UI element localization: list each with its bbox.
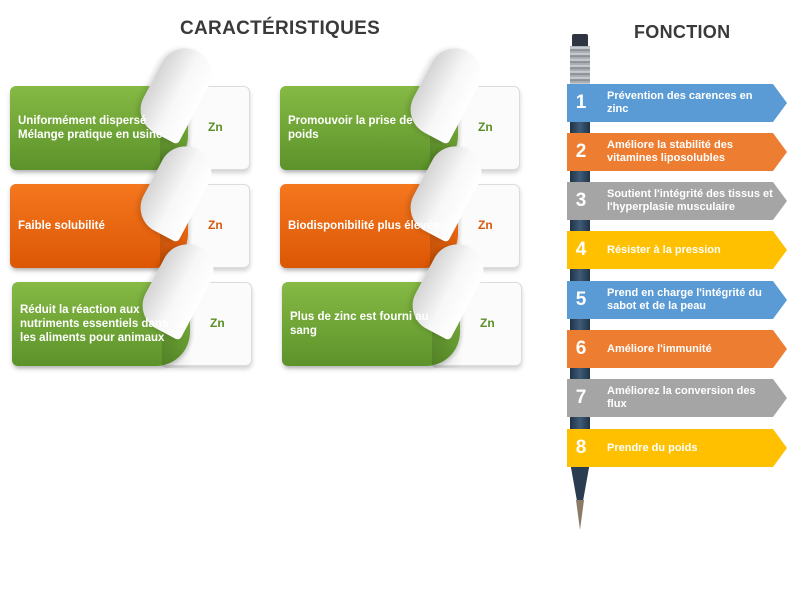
function-number: 7	[567, 379, 595, 417]
function-number: 6	[567, 330, 595, 368]
function-number: 3	[567, 182, 595, 220]
function-row-8: 8 Prendre du poids	[567, 429, 787, 467]
zinc-symbol: Zn	[480, 316, 495, 330]
function-arrow	[595, 379, 787, 417]
function-text: Prendre du poids	[607, 441, 698, 454]
characteristic-text: Uniformément dispersé Mélange pratique e…	[18, 115, 163, 141]
characteristic-text: Biodisponibilité plus élevée	[288, 220, 440, 232]
function-arrow	[595, 231, 787, 269]
function-number: 2	[567, 133, 595, 171]
function-row-5: 5 Prend en charge l'intégrité du sabot e…	[567, 281, 787, 319]
pencil-wood	[570, 462, 590, 518]
function-text: Prévention des carences en zinc	[607, 90, 753, 115]
function-arrow	[595, 429, 787, 467]
function-row-4: 4 Résister à la pression	[567, 231, 787, 269]
function-number: 8	[567, 429, 595, 467]
pencil-eraser	[572, 34, 588, 48]
zinc-symbol: Zn	[208, 218, 223, 232]
function-number: 1	[567, 84, 595, 122]
characteristic-text: Faible solubilité	[18, 220, 105, 232]
pencil-body	[570, 84, 590, 464]
characteristic-card-3: Faible solubilité Zn	[10, 137, 250, 270]
function-row-3: 3 Soutient l'intégrité des tissus et l'h…	[567, 182, 787, 220]
function-arrow	[595, 182, 787, 220]
function-arrow	[595, 84, 787, 122]
characteristic-text: Réduit la réaction aux nutriments essent…	[20, 304, 169, 344]
function-text: Améliore la stabilité des vitamines lipo…	[607, 139, 733, 164]
zinc-symbol: Zn	[208, 120, 223, 134]
function-number: 5	[567, 281, 595, 319]
characteristic-card-4: Biodisponibilité plus élevée Zn	[280, 137, 520, 270]
function-text: Résister à la pression	[607, 243, 721, 256]
characteristic-card-6: Plus de zinc est fourni au sang Zn	[282, 235, 522, 368]
function-number: 4	[567, 231, 595, 269]
zinc-symbol: Zn	[210, 316, 225, 330]
function-arrow	[595, 330, 787, 368]
zinc-symbol: Zn	[478, 218, 493, 232]
function-arrow	[595, 281, 787, 319]
characteristic-card-5: Réduit la réaction aux nutriments essent…	[12, 235, 252, 368]
pencil-graphic	[567, 0, 593, 540]
characteristic-text: Promouvoir la prise de poids	[288, 115, 413, 141]
characteristics-heading: CARACTÉRISTIQUES	[180, 18, 381, 39]
function-arrow	[595, 133, 787, 171]
characteristic-text: Plus de zinc est fourni au sang	[290, 311, 429, 337]
function-row-6: 6 Améliore l'immunité	[567, 330, 787, 368]
characteristic-card-1: Uniformément dispersé Mélange pratique e…	[10, 39, 250, 172]
function-text: Améliore l'immunité	[607, 342, 712, 355]
function-row-2: 2 Améliore la stabilité des vitamines li…	[567, 133, 787, 171]
zinc-symbol: Zn	[478, 120, 493, 134]
pencil-ferrule	[570, 46, 590, 84]
function-text: Soutient l'intégrité des tissus et l'hyp…	[607, 188, 773, 213]
pencil-tip	[576, 500, 584, 530]
characteristic-card-2: Promouvoir la prise de poids Zn	[280, 39, 520, 172]
function-text: Améliorez la conversion des flux	[607, 385, 756, 410]
function-text: Prend en charge l'intégrité du sabot et …	[607, 287, 762, 312]
function-row-7: 7 Améliorez la conversion des flux	[567, 379, 787, 417]
function-heading: FONCTION	[634, 22, 731, 42]
function-row-1: 1 Prévention des carences en zinc	[567, 84, 787, 122]
